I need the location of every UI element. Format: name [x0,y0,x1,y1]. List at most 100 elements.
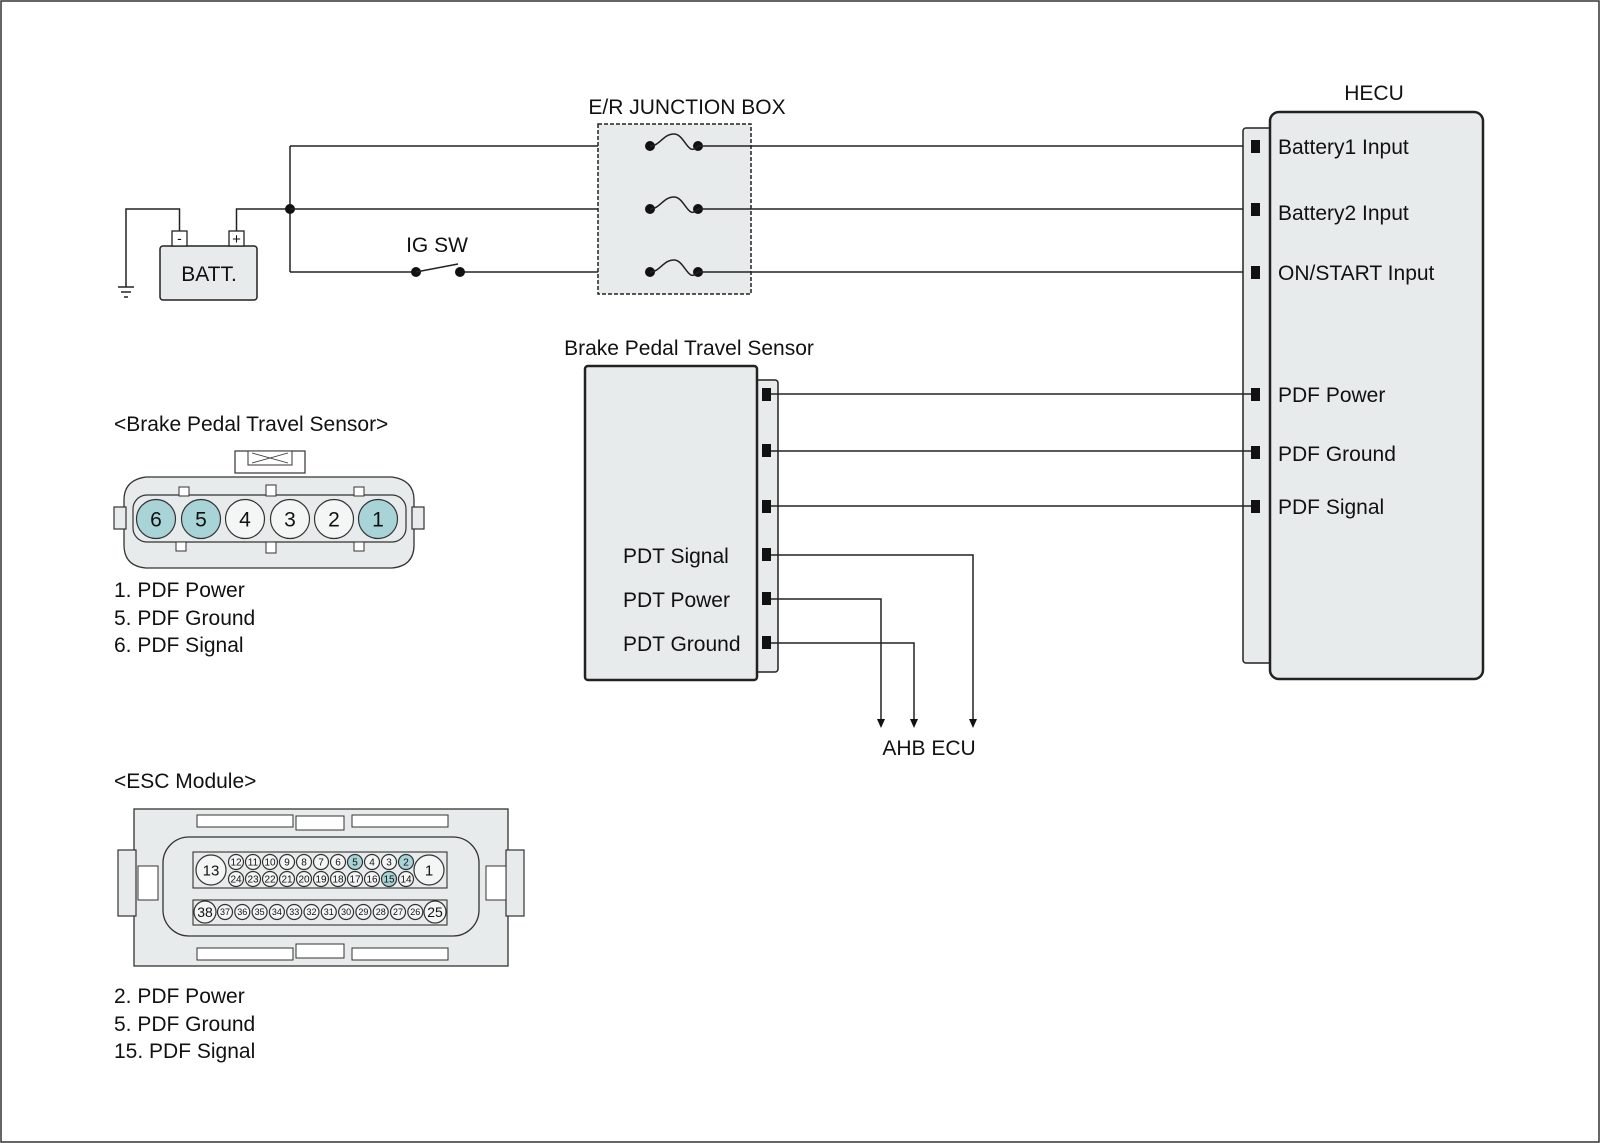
connector-pin-label: 19 [315,875,327,886]
arrow-down-icon [969,719,977,728]
connector-pin: 4 [224,498,266,540]
connector-pin-label: 27 [393,907,403,917]
connector-pin: 24 [227,870,245,888]
connector-pin-label: 28 [376,907,386,917]
connector-pin-label: 37 [220,907,230,917]
connector-pin: 17 [346,870,364,888]
ig-switch: IG SW [406,234,468,277]
connector-pin-label: 34 [272,907,282,917]
connector-pin: 21 [278,870,296,888]
connector-pin-label: 22 [264,875,276,886]
connector-pin: 5 [180,498,222,540]
connector-pin: 32 [303,903,320,921]
connector-pin-label: 32 [306,907,316,917]
connector-pin: 18 [329,870,347,888]
connector-pin-label: 21 [281,875,293,886]
bpts-legend-line: 5. PDF Ground [114,607,255,630]
arrow-down-icon [877,719,885,728]
hecu-block: HECU Battery1 Input Battery2 Input ON/ST… [1242,82,1485,681]
connector-pin: 5 [346,853,364,871]
connector-pin: 8 [295,853,313,871]
connector-pin-label: 5 [195,509,207,532]
battery: BATT. - + [159,230,258,301]
battery-plus-label: + [232,231,241,248]
connector-pin-label: 4 [369,858,375,869]
connector-pin: 11 [244,853,262,871]
connector-pin-label: 2 [403,858,409,869]
connector-pin: 4 [363,853,381,871]
connector-pin: 9 [278,853,296,871]
connector-pin-label: 15 [383,875,395,886]
connector-pin: 13 [195,854,227,886]
connector-pin-label: 11 [248,858,259,869]
wire-pdt-power [771,598,885,728]
connector-pin-label: 30 [341,907,351,917]
connector-pin-label: 25 [427,904,443,920]
hecu-pin-label: Battery1 Input [1278,136,1409,159]
esc-legend-line: 15. PDF Signal [114,1040,255,1063]
connector-pin-label: 16 [366,875,378,886]
connector-pin: 15 [380,870,398,888]
connector-pin-label: 7 [318,858,324,869]
connector-pin-label: 18 [332,875,344,886]
connector-pin-label: 17 [349,875,361,886]
connector-pin-label: 26 [410,907,420,917]
connector-pin: 28 [372,903,389,921]
connector-pin-label: 1 [425,862,433,879]
connector-pin-label: 23 [247,875,259,886]
bpts-block-title: Brake Pedal Travel Sensor [564,337,814,360]
connector-pin-label: 9 [284,858,290,869]
connector-pin-label: 36 [237,907,247,917]
hecu-pin: Battery1 Input [1251,136,1409,159]
connector-pin: 33 [286,903,303,921]
bpts-block: Brake Pedal Travel Sensor PDT Signal PDT… [564,337,814,682]
connector-pin-label: 20 [298,875,310,886]
esc-connector-title: <ESC Module> [114,770,256,793]
battery-minus-label: - [177,230,182,246]
connector-pin: 27 [389,903,407,921]
connector-pin: 25 [423,900,447,924]
connector-pin: 34 [268,903,285,921]
battery-body [159,245,258,301]
connector-pin-label: 3 [386,858,392,869]
hecu-pin-label: PDF Signal [1278,496,1384,519]
connector-pin: 30 [338,903,355,921]
connector-pin-label: 1 [372,509,384,532]
connector-pin: 22 [261,870,279,888]
bpts-pin-label: PDT Power [623,589,730,612]
arrow-down-icon [910,719,918,728]
connector-pin: 20 [295,870,313,888]
esc-legend-line: 5. PDF Ground [114,1013,255,1036]
hecu-pin: PDF Ground [1251,443,1396,466]
hecu-pin: ON/START Input [1251,262,1435,285]
hecu-body [1268,110,1485,681]
connector-pin: 26 [407,903,424,921]
connector-pin-label: 38 [197,904,213,920]
connector-pin-label: 12 [230,858,242,869]
hecu-pin: Battery2 Input [1251,202,1409,225]
connector-pin: 23 [244,870,262,888]
connector-pin-label: 29 [358,907,368,917]
connector-pin: 38 [193,900,217,924]
connector-pin: 3 [380,853,398,871]
connector-pin-label: 35 [255,907,265,917]
connector-pin: 6 [329,853,347,871]
connector-pin: 3 [269,498,311,540]
junction-box-title: E/R JUNCTION BOX [588,96,785,119]
connector-pin-label: 5 [352,858,358,869]
battery-label: BATT. [181,263,237,286]
connector-pin: 19 [312,870,330,888]
connector-pin: 35 [251,903,268,921]
connector-pin-label: 24 [230,875,242,886]
hecu-title: HECU [1344,82,1404,105]
hecu-pin: PDF Power [1251,384,1385,407]
bpts-legend-line: 1. PDF Power [114,579,245,602]
connector-pin: 36 [234,903,251,921]
hecu-pin-label: PDF Power [1278,384,1385,407]
ahb-ecu-label: AHB ECU [882,737,975,760]
connector-pin: 1 [357,498,399,540]
connector-pin: 14 [397,870,415,888]
connector-pin: 2 [313,498,355,540]
